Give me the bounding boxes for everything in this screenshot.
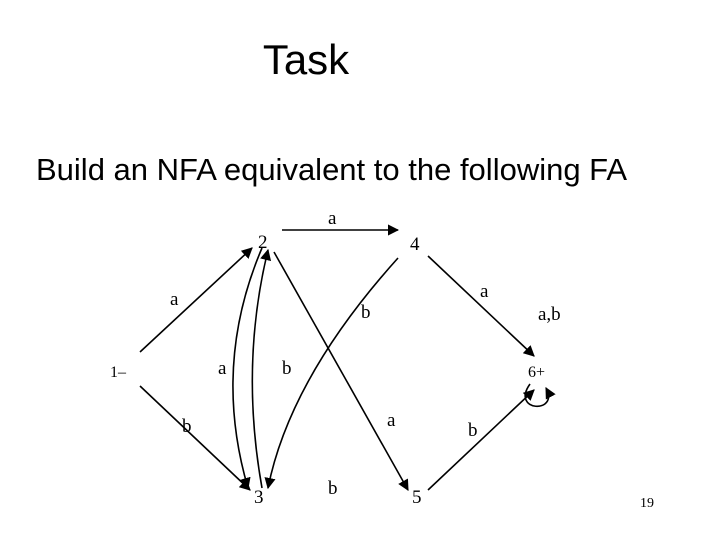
edge-1-2 bbox=[139, 247, 253, 353]
page-number: 19 bbox=[640, 496, 654, 511]
state-2: 2 bbox=[258, 232, 268, 253]
edge-label-2-5: a bbox=[387, 410, 396, 431]
edge-label-3-5: b bbox=[328, 478, 338, 499]
state-6-accept: 6+ bbox=[528, 364, 545, 381]
edge-4-6 bbox=[427, 255, 535, 357]
edge-label-1-3: b bbox=[182, 416, 192, 437]
edge-6-loop bbox=[524, 383, 556, 408]
edge-label-5-6: b bbox=[468, 420, 478, 441]
edge-1-3 bbox=[139, 385, 251, 491]
edge-label-1-2: a bbox=[170, 289, 179, 310]
edge-4-3 bbox=[264, 257, 399, 490]
edge-label-2-3: b bbox=[282, 358, 292, 379]
task-description: Build an NFA equivalent to the following… bbox=[36, 152, 628, 187]
state-3: 3 bbox=[254, 487, 264, 508]
edge-label-4-3: b bbox=[361, 302, 371, 323]
edge-label-4-6: a bbox=[480, 281, 489, 302]
edge-label-6-loop: a,b bbox=[538, 304, 561, 325]
slide-title: Task bbox=[262, 36, 350, 83]
edge-5-6 bbox=[427, 389, 535, 491]
state-5: 5 bbox=[412, 487, 422, 508]
edge-3-2 bbox=[251, 248, 272, 489]
edge-2-3 bbox=[232, 247, 263, 490]
edge-label-2-4: a bbox=[328, 208, 337, 229]
state-1-start: 1– bbox=[110, 364, 127, 381]
edge-2-5 bbox=[273, 251, 409, 491]
state-4: 4 bbox=[410, 234, 420, 255]
edge-label-3-2: a bbox=[218, 358, 227, 379]
